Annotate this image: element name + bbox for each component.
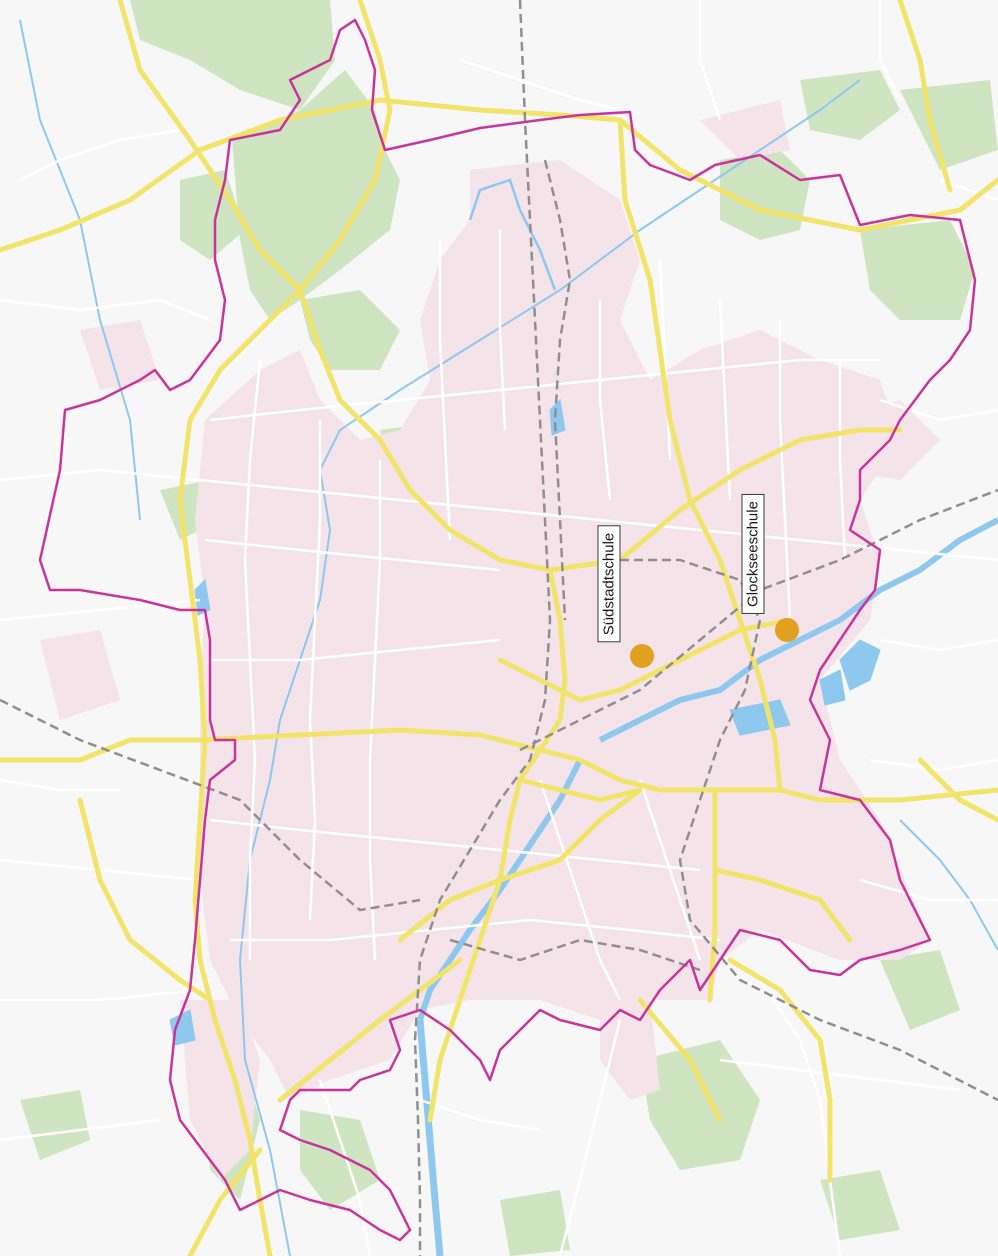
city-boundary — [38, 18, 977, 1242]
school-marker-glockseeschule[interactable] — [775, 618, 799, 642]
school-label-glockseeschule: Glockseeschule — [741, 494, 765, 614]
school-label-suedstadtschule: Südstadtschule — [597, 525, 621, 643]
school-marker-suedstadtschule[interactable] — [630, 644, 654, 668]
